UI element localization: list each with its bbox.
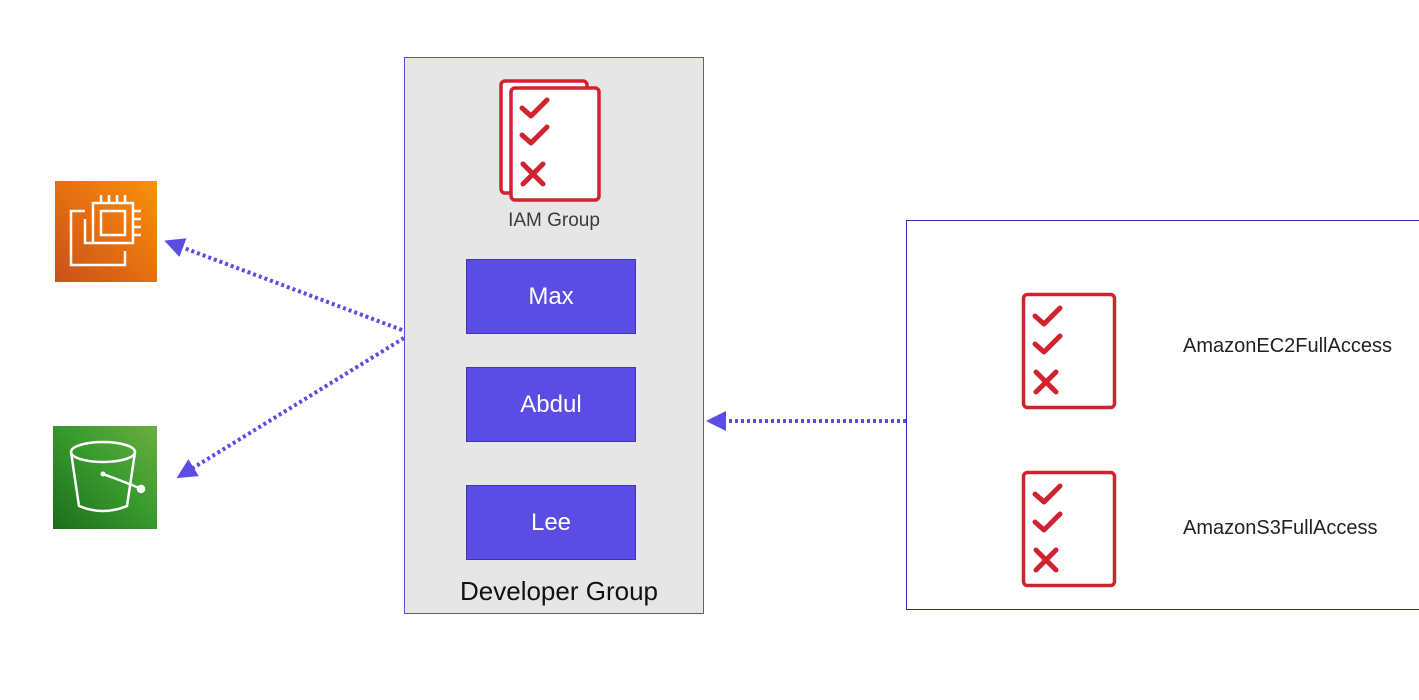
arrow-group-to-ec2: [164, 238, 403, 332]
group-member-abdul[interactable]: Abdul: [466, 367, 636, 442]
policy-name-ec2: AmazonEC2FullAccess: [1183, 335, 1392, 357]
s3-bucket-icon: [53, 426, 157, 529]
group-type-label: IAM Group: [508, 210, 600, 231]
arrow-group-to-s3: [176, 336, 406, 479]
ec2-chip-icon: [55, 181, 157, 282]
policy-document-icon: [1021, 292, 1117, 410]
group-name-label: Developer Group: [460, 576, 658, 606]
iam-group-policy-icon: [498, 78, 604, 202]
policy-name-s3: AmazonS3FullAccess: [1183, 517, 1378, 539]
group-member-max[interactable]: Max: [466, 259, 636, 334]
group-member-lee[interactable]: Lee: [466, 485, 636, 560]
policy-document-icon: [1021, 470, 1117, 588]
policies-panel: [906, 220, 1419, 610]
